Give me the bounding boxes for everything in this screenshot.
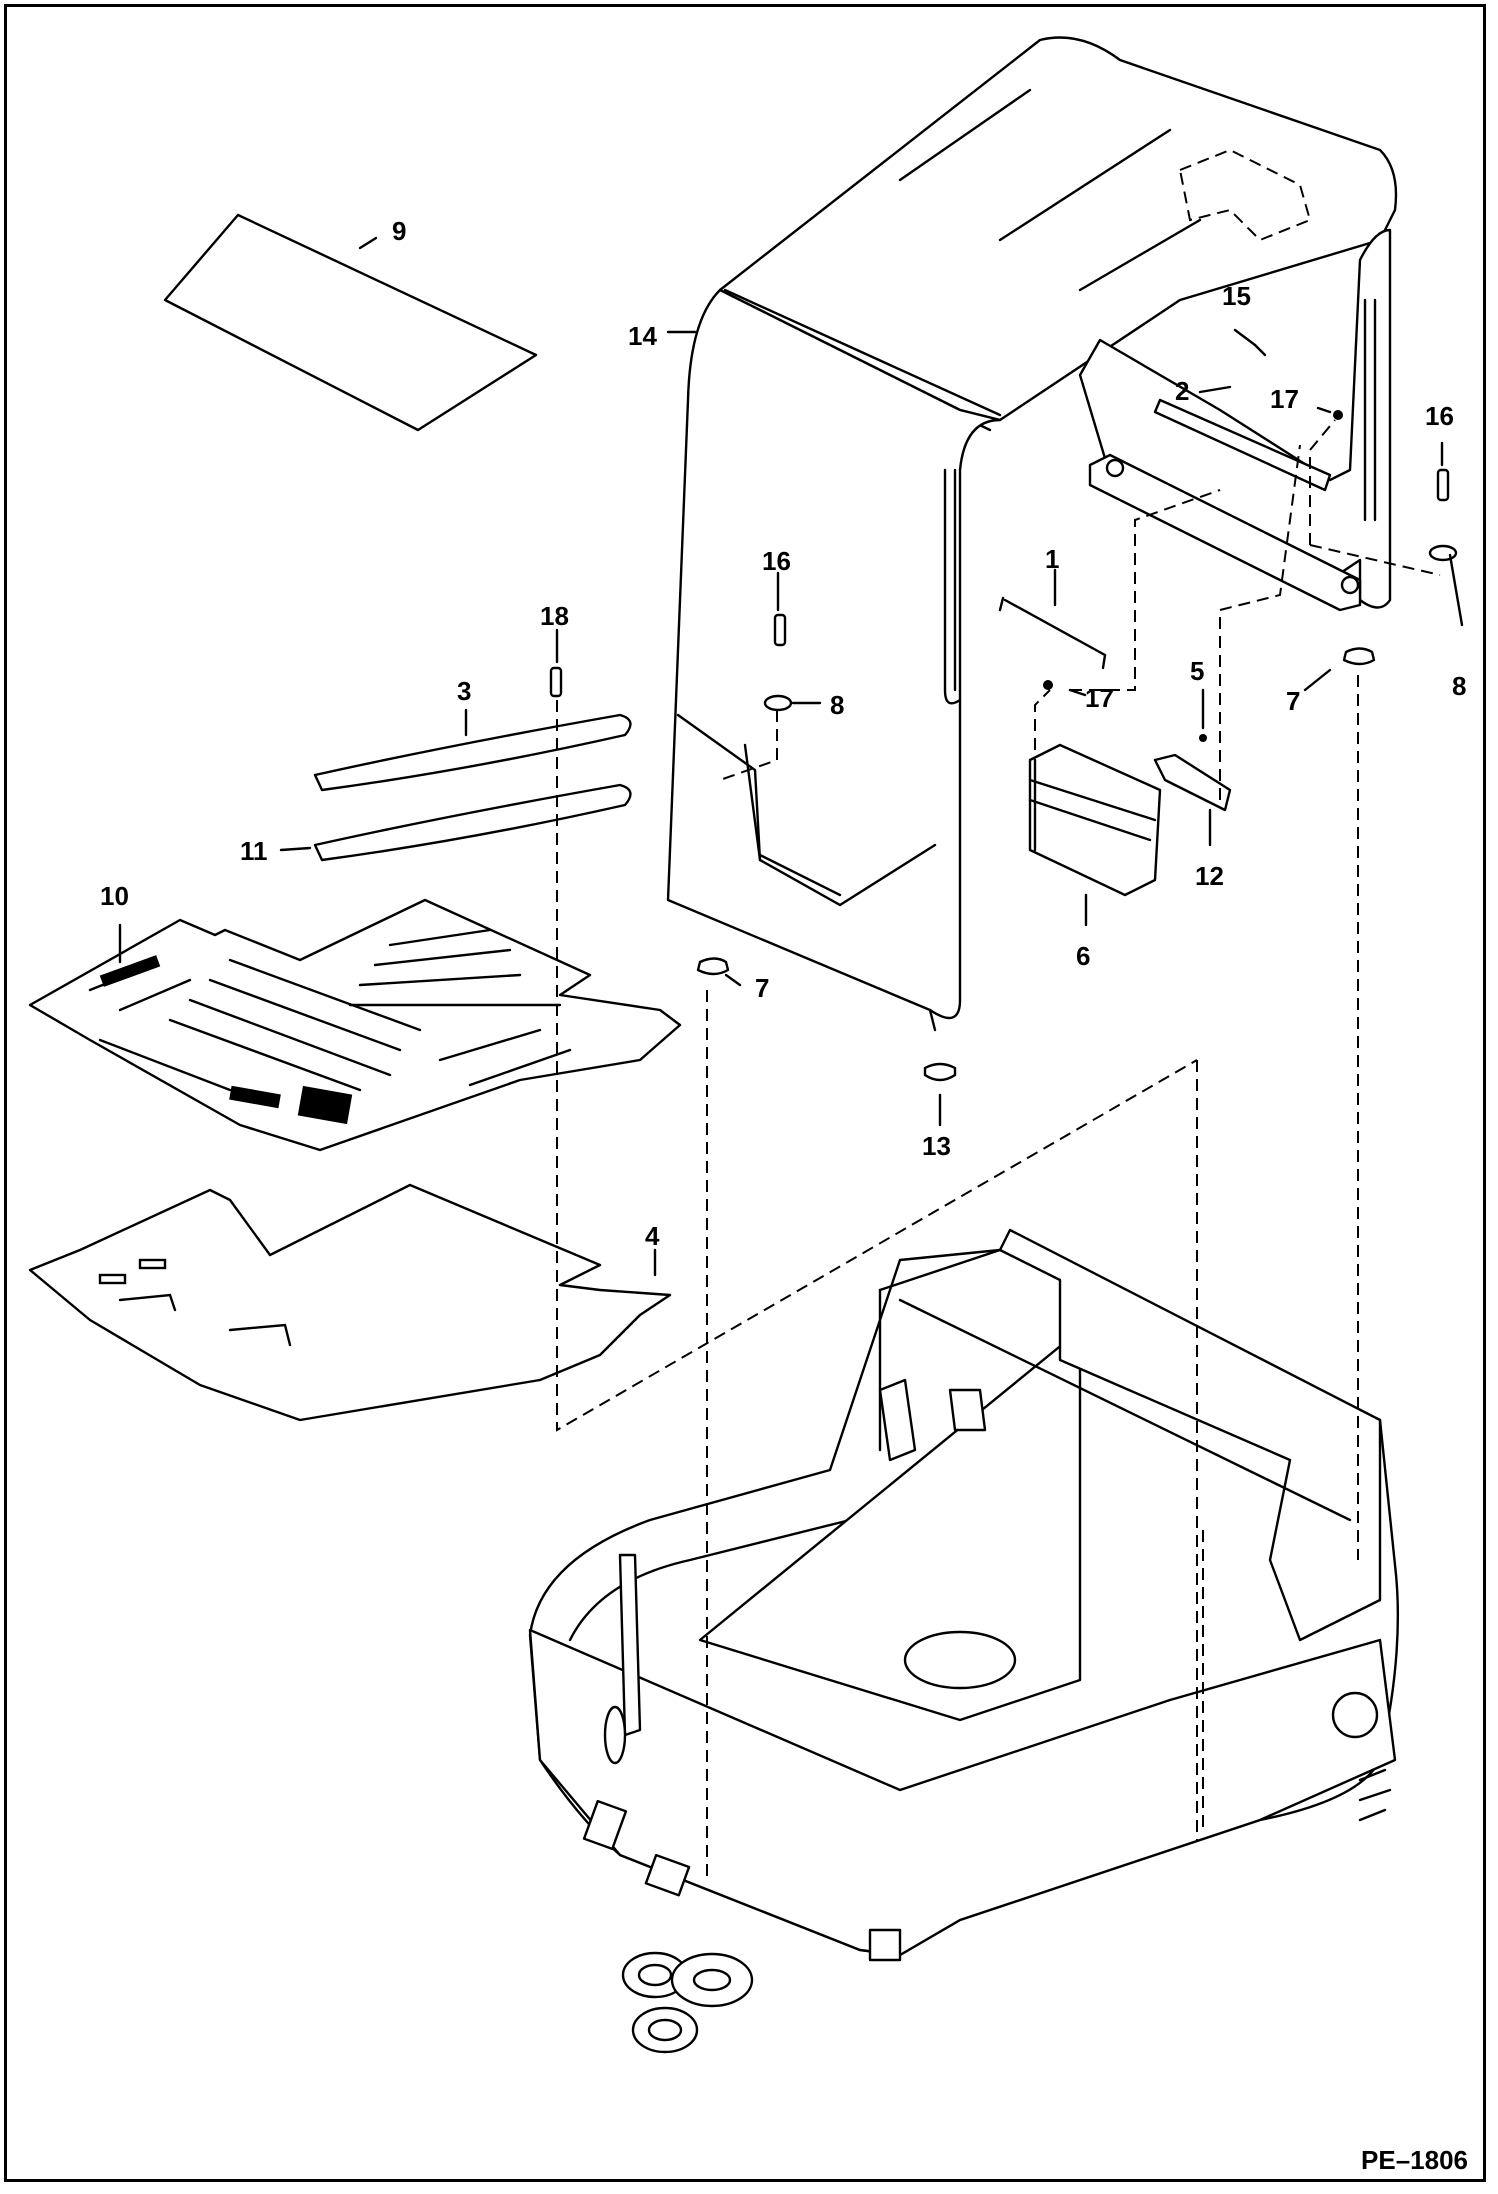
part-9-decal <box>163 213 538 432</box>
callout-labels: 9 14 15 2 17 16 1 16 18 3 8 17 5 7 8 11 … <box>100 216 1466 1251</box>
part-14-canopy <box>666 36 1398 1032</box>
callout-8-right: 8 <box>1452 671 1466 701</box>
part-3-trim <box>313 713 632 792</box>
callout-10: 10 <box>100 881 129 911</box>
callout-12: 12 <box>1195 861 1224 891</box>
callout-1: 1 <box>1045 544 1059 574</box>
callout-16-left: 16 <box>762 546 791 576</box>
part-12-bracket <box>1153 753 1232 812</box>
callout-16-right: 16 <box>1425 401 1454 431</box>
exploded-view-guides <box>556 419 1441 1880</box>
callout-17-top: 17 <box>1270 384 1299 414</box>
callout-3: 3 <box>457 676 471 706</box>
callout-5: 5 <box>1190 656 1204 686</box>
callout-2: 2 <box>1175 376 1189 406</box>
callout-9: 9 <box>392 216 406 246</box>
part-4-insulation <box>28 1183 672 1422</box>
callout-4: 4 <box>645 1221 660 1251</box>
callout-11: 11 <box>240 836 268 866</box>
callout-17-bottom: 17 <box>1085 683 1114 713</box>
part-11-trim <box>313 783 632 862</box>
part-6-storage-box <box>1028 743 1162 897</box>
upper-frame-structure <box>528 1228 1400 2054</box>
callout-7-right: 7 <box>1286 686 1300 716</box>
part-10-floor-mat <box>28 898 682 1152</box>
callout-18: 18 <box>540 601 569 631</box>
part-1-rod <box>998 596 1107 670</box>
callout-14: 14 <box>628 321 657 351</box>
callout-leaders <box>118 236 1464 1277</box>
callout-15: 15 <box>1222 281 1251 311</box>
callout-13: 13 <box>922 1131 951 1161</box>
hardware-parts <box>549 328 1458 1082</box>
reference-code: PE–1806 <box>1361 2145 1468 2175</box>
callout-6: 6 <box>1076 941 1090 971</box>
callout-8-left: 8 <box>830 690 844 720</box>
callout-7-left: 7 <box>755 973 769 1003</box>
